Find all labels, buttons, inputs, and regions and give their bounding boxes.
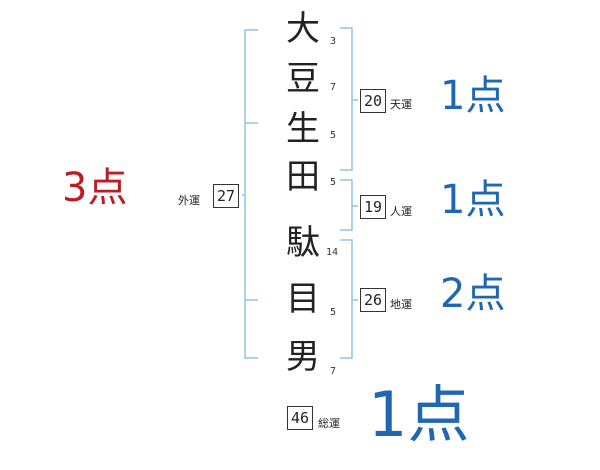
- chikaku-score: 2点: [440, 271, 506, 317]
- tenkaku-value: 20: [360, 89, 386, 113]
- tenkaku-score: 1点: [440, 73, 506, 119]
- gaikaku-value: 27: [213, 184, 239, 208]
- chikaku-label: 地運: [390, 298, 412, 311]
- stroke-count-6: 5: [330, 307, 337, 318]
- soukaku-score: 1点: [368, 378, 470, 451]
- tenkaku-bracket: [340, 27, 358, 171]
- stroke-count-4: 5: [330, 177, 337, 188]
- stroke-count-3: 5: [330, 130, 337, 141]
- jinkaku-score: 1点: [440, 177, 506, 223]
- stroke-count-5: 14: [326, 247, 339, 258]
- jinkaku-label: 人運: [390, 205, 412, 218]
- soukaku-value: 46: [287, 406, 313, 430]
- outer-bracket: [242, 29, 258, 359]
- name-char-1: 大: [286, 9, 320, 49]
- gaikaku-score: 3点: [62, 165, 128, 211]
- name-char-2: 豆: [286, 59, 320, 99]
- chikaku-bracket: [340, 239, 358, 359]
- jinkaku-value: 19: [360, 195, 386, 219]
- tenkaku-label: 天運: [390, 98, 412, 111]
- name-char-6: 目: [286, 279, 320, 319]
- name-char-4: 田: [286, 157, 320, 197]
- soukaku-label: 総運: [318, 417, 340, 430]
- stroke-count-2: 7: [330, 82, 337, 93]
- name-char-7: 男: [286, 337, 320, 377]
- name-char-5: 駄: [286, 223, 320, 263]
- stroke-count-7: 7: [330, 366, 337, 377]
- gaikaku-label: 外運: [178, 194, 200, 207]
- jinkaku-bracket: [340, 179, 358, 231]
- chikaku-value: 26: [360, 288, 386, 312]
- stroke-count-1: 3: [330, 36, 337, 47]
- name-char-3: 生: [286, 109, 320, 149]
